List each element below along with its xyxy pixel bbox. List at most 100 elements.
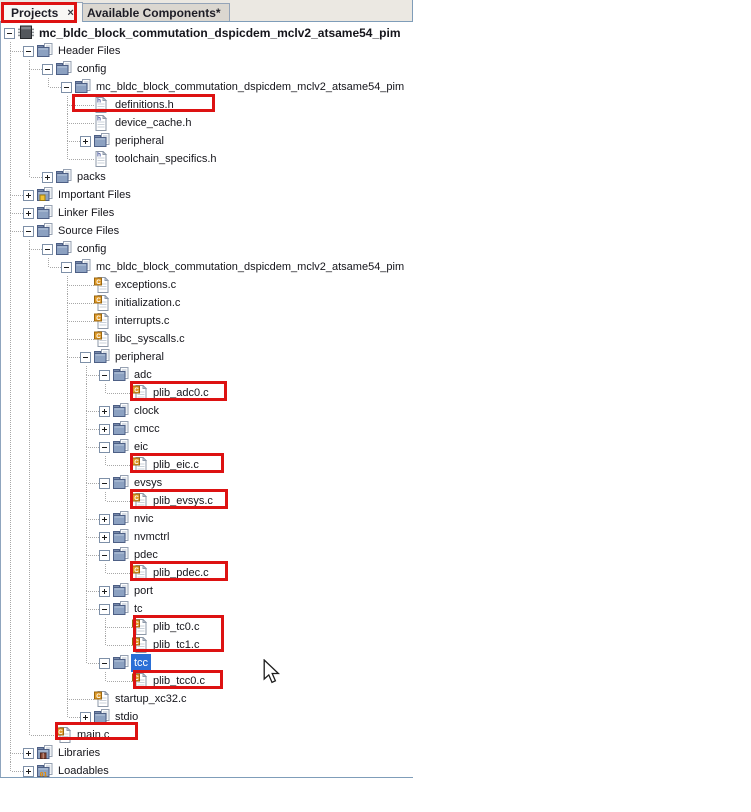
c-file-icon[interactable]: C xyxy=(94,312,110,329)
tree-item-label[interactable]: plib_tc1.c xyxy=(153,639,200,651)
folder-icon[interactable] xyxy=(113,601,129,617)
tree-item-label[interactable]: clock xyxy=(134,405,160,417)
folder-icon[interactable] xyxy=(113,475,129,491)
tree-item-label[interactable]: device_cache.h xyxy=(115,117,192,129)
folder-icon[interactable] xyxy=(113,583,129,599)
expander-plus-icon[interactable] xyxy=(23,766,34,777)
expander-plus-icon[interactable] xyxy=(23,208,34,219)
h-file-icon[interactable]: h xyxy=(94,150,110,167)
chip-icon[interactable] xyxy=(18,25,34,41)
expander-plus-icon[interactable] xyxy=(80,712,91,723)
c-file-icon[interactable]: C xyxy=(132,492,148,509)
tree-item-label[interactable]: plib_adc0.c xyxy=(153,387,209,399)
expander-plus-icon[interactable] xyxy=(80,136,91,147)
c-file-icon[interactable]: C xyxy=(132,384,148,401)
tree-item-label[interactable]: peripheral xyxy=(115,351,164,363)
folder-icon[interactable] xyxy=(113,439,129,455)
c-file-icon[interactable]: C xyxy=(94,330,110,347)
tree-item-label[interactable]: eic xyxy=(134,441,149,453)
c-file-icon[interactable]: C xyxy=(132,456,148,473)
h-file-icon[interactable]: h xyxy=(94,114,110,131)
folder-icon[interactable] xyxy=(37,43,53,59)
tree-item-label[interactable]: plib_tcc0.c xyxy=(153,675,205,687)
expander-minus-icon[interactable] xyxy=(99,478,110,489)
expander-minus-icon[interactable] xyxy=(42,244,53,255)
expander-minus-icon[interactable] xyxy=(99,604,110,615)
tree-item-label[interactable]: startup_xc32.c xyxy=(115,693,187,705)
c-file-icon[interactable]: C xyxy=(132,636,148,653)
folder-icon[interactable] xyxy=(113,367,129,383)
tree-item-label[interactable]: Libraries xyxy=(58,747,101,759)
c-file-icon[interactable]: C xyxy=(94,276,110,293)
tree-item-label[interactable]: libc_syscalls.c xyxy=(115,333,185,345)
folder-icon[interactable] xyxy=(56,61,72,77)
tree-item-label[interactable]: tcc xyxy=(131,654,152,672)
tree-item-label[interactable]: config xyxy=(77,243,107,255)
expander-minus-icon[interactable] xyxy=(23,46,34,57)
tree-item-label[interactable]: port xyxy=(134,585,153,597)
expander-minus-icon[interactable] xyxy=(61,262,72,273)
tree-item-label[interactable]: nvic xyxy=(134,513,154,525)
tree-item-label[interactable]: packs xyxy=(77,171,106,183)
libraries-folder-icon[interactable] xyxy=(37,745,53,761)
c-file-icon[interactable]: C xyxy=(94,294,110,311)
expander-minus-icon[interactable] xyxy=(99,442,110,453)
expander-plus-icon[interactable] xyxy=(23,748,34,759)
c-file-icon[interactable]: C xyxy=(132,672,148,689)
expander-plus-icon[interactable] xyxy=(99,586,110,597)
tree-item-label[interactable]: config xyxy=(77,63,107,75)
tab-available-components[interactable]: Available Components* xyxy=(78,3,230,21)
expander-minus-icon[interactable] xyxy=(99,658,110,669)
h-file-icon[interactable]: h xyxy=(94,96,110,113)
expander-plus-icon[interactable] xyxy=(99,406,110,417)
tree-item-label[interactable]: cmcc xyxy=(134,423,160,435)
c-file-icon[interactable]: C xyxy=(56,726,72,743)
expander-minus-icon[interactable] xyxy=(80,352,91,363)
loadables-folder-icon[interactable]: 01 xyxy=(37,763,53,779)
tree-item-label[interactable]: Linker Files xyxy=(58,207,115,219)
close-icon[interactable]: × xyxy=(67,6,74,19)
expander-minus-icon[interactable] xyxy=(61,82,72,93)
expander-minus-icon[interactable] xyxy=(23,226,34,237)
tree-item-label[interactable]: mc_bldc_block_commutation_dspicdem_mclv2… xyxy=(96,261,405,273)
folder-icon[interactable] xyxy=(94,709,110,725)
tree-item-label[interactable]: Important Files xyxy=(58,189,131,201)
expander-plus-icon[interactable] xyxy=(99,424,110,435)
tree-item-label[interactable]: evsys xyxy=(134,477,163,489)
expander-plus-icon[interactable] xyxy=(99,532,110,543)
folder-icon[interactable] xyxy=(113,511,129,527)
tree-item-label[interactable]: plib_tc0.c xyxy=(153,621,200,633)
folder-icon[interactable] xyxy=(113,421,129,437)
tree-item-label[interactable]: plib_pdec.c xyxy=(153,567,209,579)
expander-minus-icon[interactable] xyxy=(42,64,53,75)
expander-minus-icon[interactable] xyxy=(99,550,110,561)
folder-icon[interactable] xyxy=(37,223,53,239)
tree-item-label[interactable]: adc xyxy=(134,369,152,381)
important-folder-icon[interactable] xyxy=(37,187,53,203)
tree-item-label[interactable]: tc xyxy=(134,603,143,615)
tree-item-label[interactable]: main.c xyxy=(77,729,110,741)
folder-icon[interactable] xyxy=(56,169,72,185)
tree-item-label[interactable]: mc_bldc_block_commutation_dspicdem_mclv2… xyxy=(96,81,405,93)
tree-item-label[interactable]: plib_eic.c xyxy=(153,459,199,471)
tree-item-label[interactable]: Source Files xyxy=(58,225,120,237)
tree-item-label[interactable]: initialization.c xyxy=(115,297,181,309)
folder-icon[interactable] xyxy=(113,547,129,563)
tree-item-label[interactable]: nvmctrl xyxy=(134,531,170,543)
folder-icon[interactable] xyxy=(113,529,129,545)
c-file-icon[interactable]: C xyxy=(132,564,148,581)
expander-plus-icon[interactable] xyxy=(99,514,110,525)
folder-icon[interactable] xyxy=(75,259,91,275)
expander-plus-icon[interactable] xyxy=(23,190,34,201)
tree-item-label[interactable]: pdec xyxy=(134,549,158,561)
folder-icon[interactable] xyxy=(75,79,91,95)
expander-plus-icon[interactable] xyxy=(42,172,53,183)
tab-projects[interactable]: Projects × xyxy=(2,2,83,22)
tree-item-label[interactable]: mc_bldc_block_commutation_dspicdem_mclv2… xyxy=(39,26,401,40)
folder-icon[interactable] xyxy=(113,655,129,671)
folder-icon[interactable] xyxy=(37,205,53,221)
folder-icon[interactable] xyxy=(94,133,110,149)
tree-item-label[interactable]: Loadables xyxy=(58,765,109,777)
tree-item-label[interactable]: plib_evsys.c xyxy=(153,495,213,507)
tree-item-label[interactable]: toolchain_specifics.h xyxy=(115,153,217,165)
